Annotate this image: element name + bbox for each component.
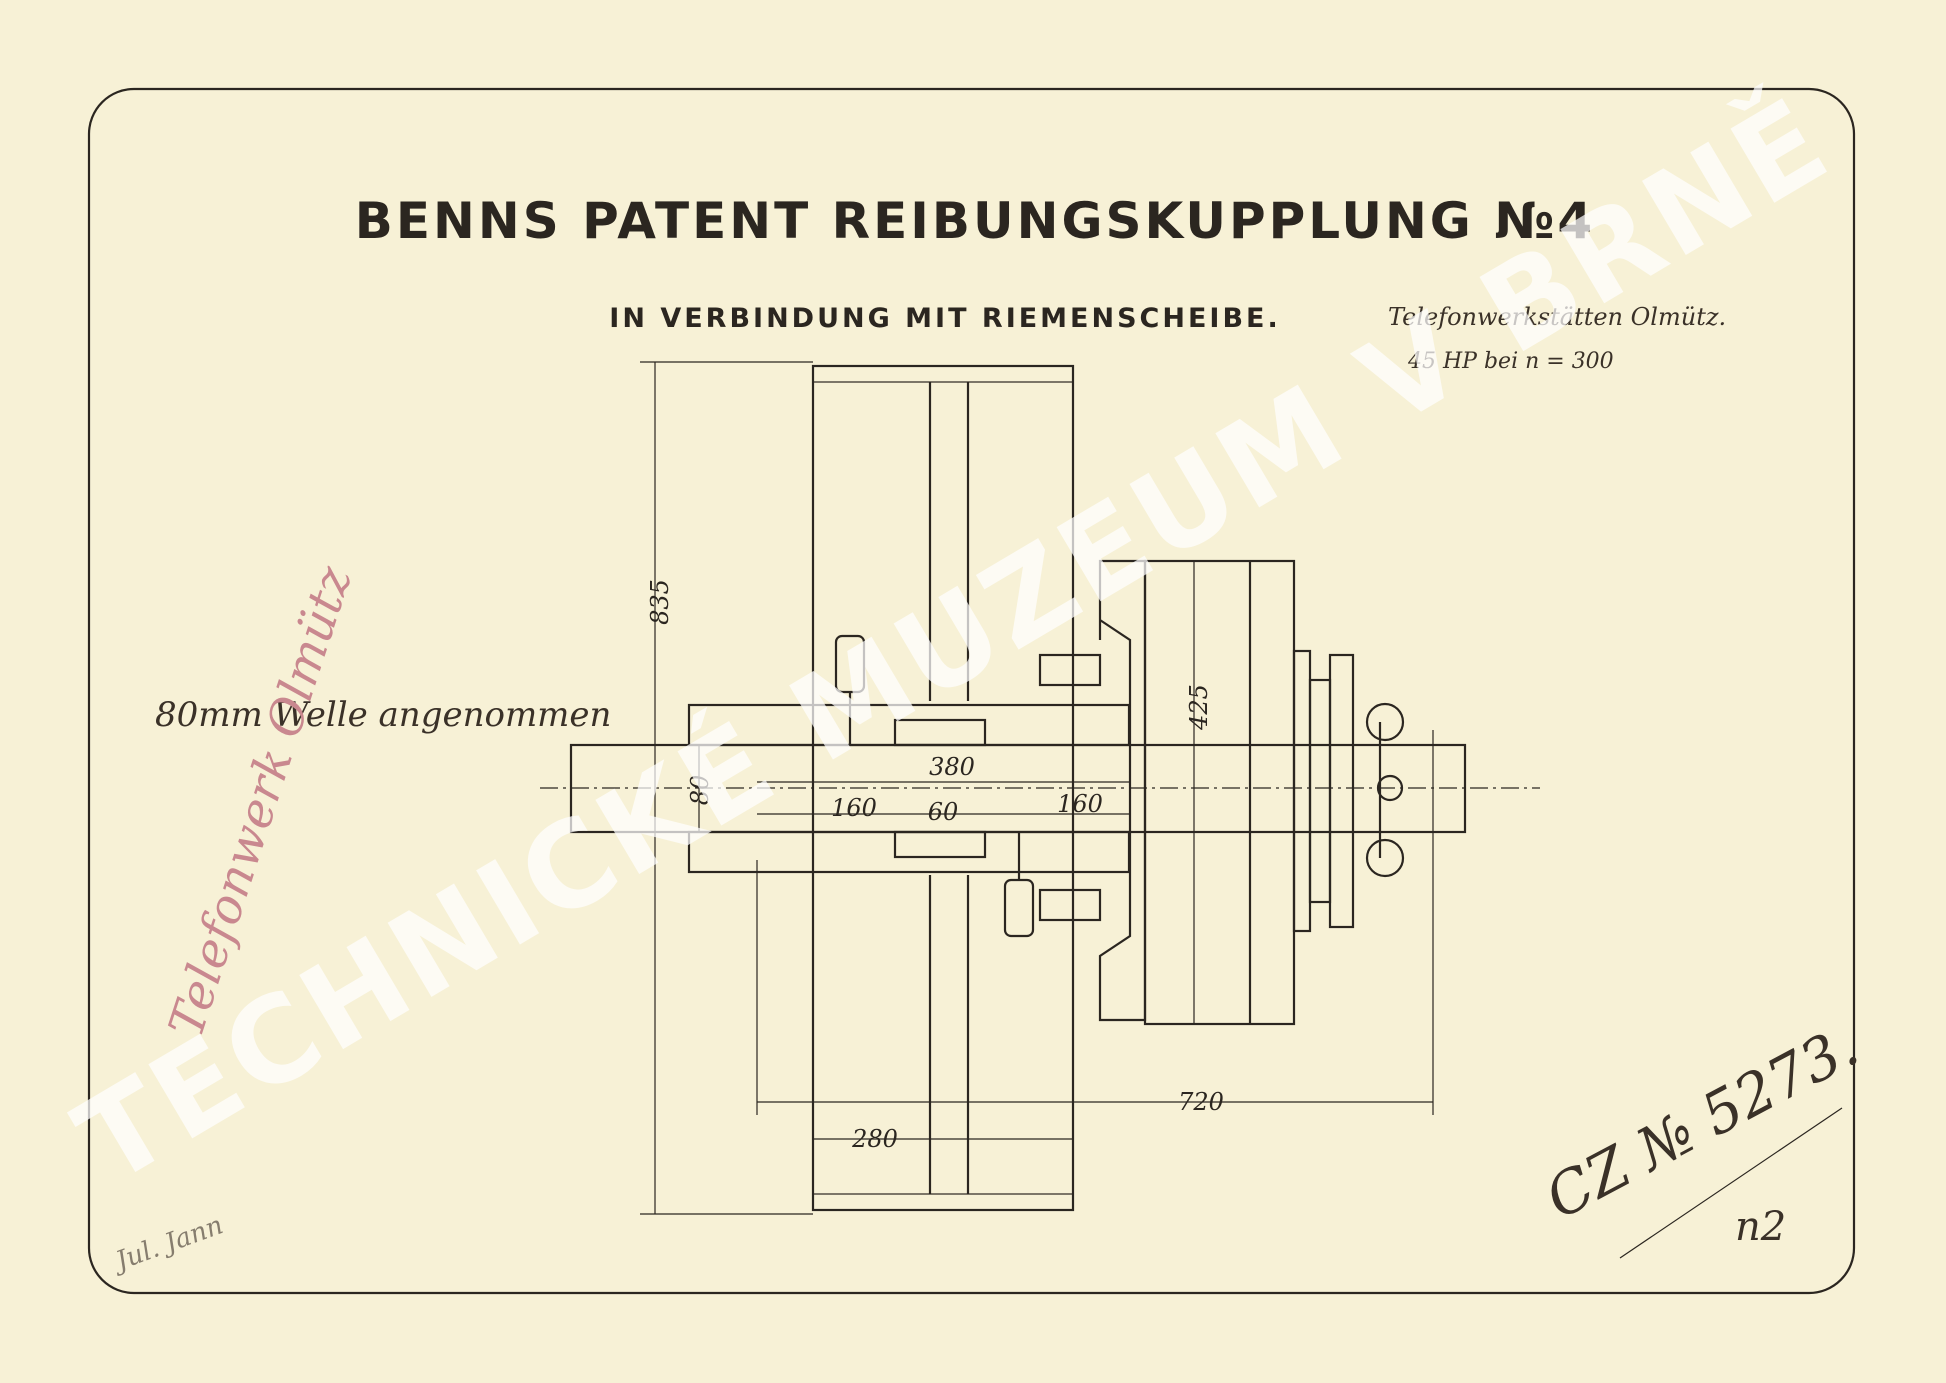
frame-border: [87, 87, 1856, 1295]
hub: [687, 634, 1131, 938]
dim-280: 280: [851, 1125, 898, 1153]
inventory-sub: n2: [1735, 1204, 1786, 1250]
dim-835: 835: [646, 579, 674, 625]
shaft-note: 80mm Welle angenommen: [155, 695, 611, 735]
dim-160-right: 160: [1057, 790, 1103, 818]
dim-80: 80: [686, 775, 714, 806]
flange-and-lever: [1292, 649, 1405, 933]
inventory-rule: [1619, 1107, 1843, 1259]
dim-720: 720: [1178, 1088, 1224, 1116]
handwritten-note-line2: 45 HP bei n = 300: [1407, 349, 1614, 374]
dim-60: 60: [928, 798, 959, 826]
dim-160-left: 160: [831, 794, 877, 822]
dimension-lines: [640, 361, 1434, 1215]
handwritten-note-line1: Telefonwerkstätten Olmütz.: [1388, 303, 1726, 331]
dim-425: 425: [1185, 684, 1213, 731]
drawing-subtitle: IN VERBINDUNG MIT RIEMENSCHEIBE.: [609, 303, 1280, 334]
clutch-housing: [1038, 559, 1296, 1026]
pulley: [811, 364, 1075, 1212]
dim-380: 380: [929, 753, 975, 781]
drawing-title: BENNS PATENT REIBUNGSKUPPLUNG №4: [355, 192, 1595, 250]
